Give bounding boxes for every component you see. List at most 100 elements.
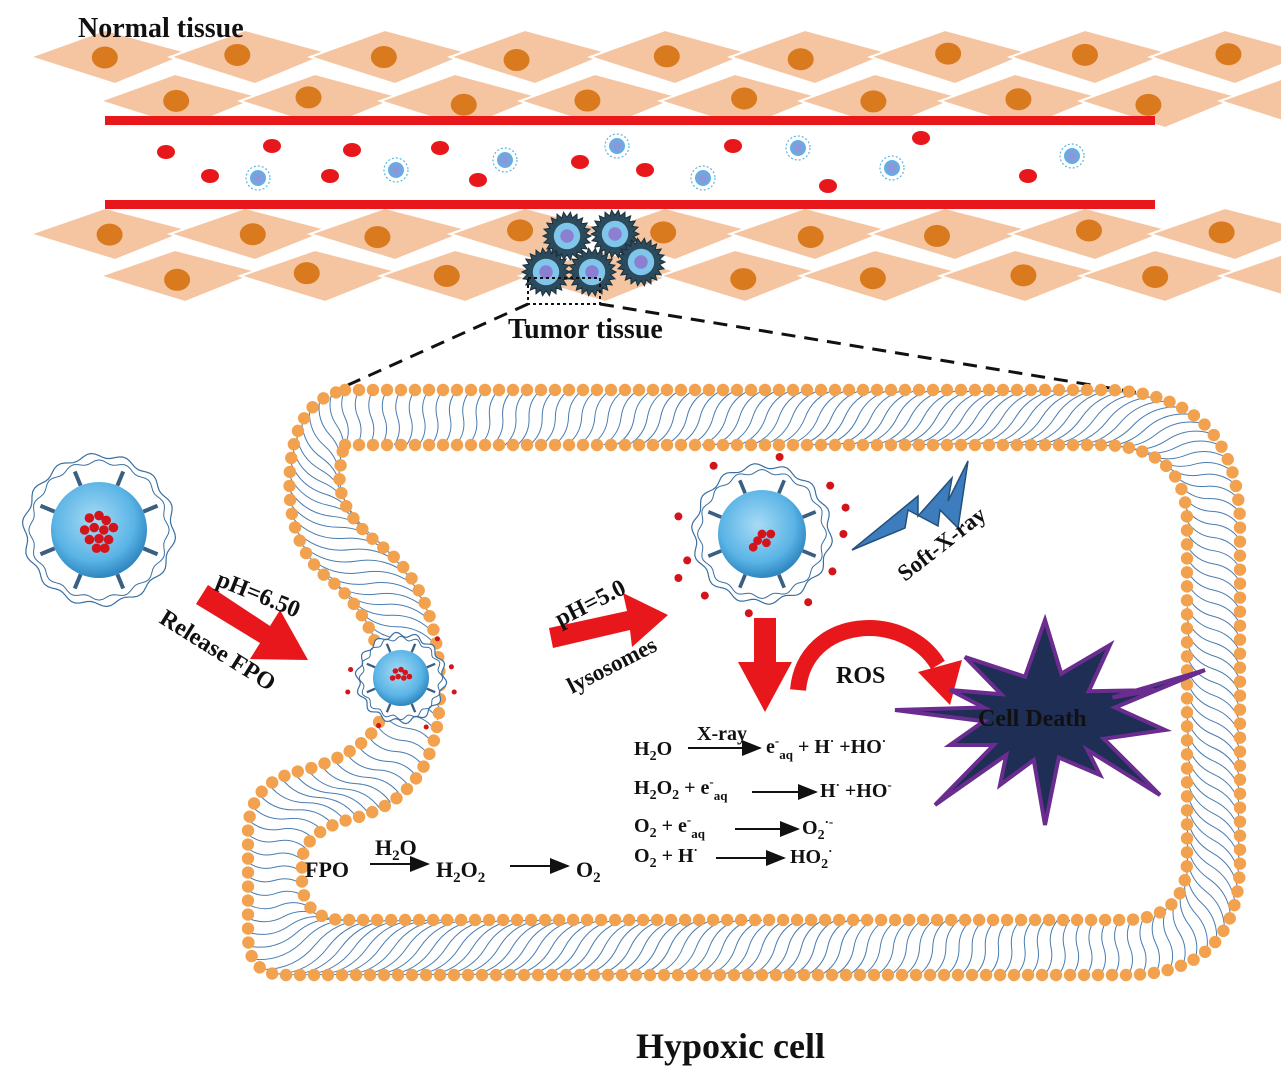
lipid-tail [566, 389, 597, 446]
lipid-head [295, 861, 309, 874]
lipid-head [297, 847, 310, 860]
lipid-head [1233, 507, 1246, 520]
lipid-head [688, 383, 702, 397]
lipid-head [1217, 924, 1230, 938]
lipid-head [506, 438, 520, 452]
lipid-tail [640, 389, 681, 446]
lipid-tail [1186, 594, 1241, 639]
lipid-tail [471, 919, 553, 976]
svg-text:O2·-: O2·- [802, 814, 833, 843]
lipid-head [828, 438, 842, 452]
cell-nucleus [924, 224, 951, 247]
lipid-head [245, 949, 258, 963]
lipid-head [958, 913, 972, 927]
lipid-head [423, 747, 436, 761]
lipid-head [1007, 968, 1021, 982]
lipid-head [333, 473, 346, 486]
lipid-head [1180, 790, 1194, 803]
lipid-head [615, 968, 629, 982]
lipid-head [241, 922, 255, 935]
lipid-tail [1071, 919, 1083, 976]
lipid-head [1038, 383, 1052, 397]
lipid-head [650, 913, 664, 927]
lipid-head [1215, 440, 1228, 453]
cell-nucleus [730, 268, 757, 291]
lipid-head [741, 968, 755, 982]
lipid-tail [1183, 496, 1241, 527]
lipid-tail [886, 389, 961, 446]
lipid-head [1180, 524, 1194, 537]
nanoparticle-ligand [426, 662, 436, 669]
lipid-head [355, 609, 369, 622]
lipid-head [1207, 428, 1220, 442]
lipid-head [930, 913, 944, 927]
lipid-tail [368, 389, 375, 446]
lipid-head [1180, 776, 1194, 789]
lipid-head [331, 751, 344, 765]
drug-dot [89, 522, 99, 533]
lipid-tail [275, 919, 381, 975]
lipid-tail [247, 861, 303, 873]
lipid-head [646, 383, 660, 397]
lipid-tail [834, 919, 874, 976]
lipid-tail [1030, 919, 1046, 976]
lipid-head [1233, 787, 1247, 800]
lipid-head [895, 968, 909, 982]
nanoparticle-ligand [142, 503, 159, 514]
released-drug-dot [744, 609, 753, 618]
lipid-head [418, 596, 431, 610]
lipid-head [1233, 829, 1247, 842]
lipid-head [265, 776, 279, 789]
released-drug-dot [451, 689, 457, 695]
lipid-head [1233, 731, 1247, 744]
lipid-head [307, 558, 321, 571]
lipid-head [1052, 438, 1066, 452]
red-blood-cell [724, 139, 742, 153]
nanoparticle-ligand [777, 479, 786, 495]
released-drug-dot [709, 461, 718, 470]
reaction-1: H2O X-ray e-aq + H· +HO· [634, 723, 886, 764]
lipid-head [394, 438, 408, 452]
lipid-tail [714, 389, 765, 446]
lipid-head [1180, 832, 1194, 845]
lipid-head [660, 438, 674, 452]
lipid-head [1233, 843, 1247, 856]
lipid-head [1028, 913, 1042, 927]
lipid-head [1035, 968, 1049, 982]
drug-dot [753, 536, 762, 545]
lipid-head [408, 438, 422, 452]
red-blood-cell [431, 141, 449, 155]
lipid-head [1147, 966, 1161, 980]
lipid-head [814, 438, 828, 452]
lipid-tail [262, 919, 369, 970]
lipid-head [1233, 563, 1247, 576]
lipid-head [1140, 911, 1154, 924]
lipid-head [496, 913, 510, 927]
lipid-head [475, 968, 489, 982]
lipid-head [1094, 438, 1108, 452]
lipid-head [422, 438, 436, 452]
lipid-head [468, 913, 482, 927]
lipid-head [1105, 968, 1119, 982]
cell-nucleus [1075, 219, 1102, 242]
lipid-head [1042, 913, 1056, 927]
lipid-head [1161, 963, 1174, 977]
tumor-nanoparticle-center [608, 227, 622, 241]
lipid-head [1233, 703, 1247, 716]
lipid-head [944, 913, 958, 927]
drug-dot [389, 675, 396, 681]
lipid-head [646, 438, 660, 452]
lipid-head [492, 438, 506, 452]
lipid-head [590, 438, 604, 452]
lipid-head [853, 968, 867, 982]
cell-nucleus [650, 221, 677, 244]
released-drug-dot [700, 591, 709, 600]
lipid-tail [988, 919, 1009, 976]
lipid-tail [972, 389, 1058, 446]
lipid-tail [268, 784, 346, 822]
lipid-head [1014, 913, 1028, 927]
lipid-tail [792, 919, 837, 976]
lipid-head [674, 438, 688, 452]
lipid-head [241, 838, 255, 851]
